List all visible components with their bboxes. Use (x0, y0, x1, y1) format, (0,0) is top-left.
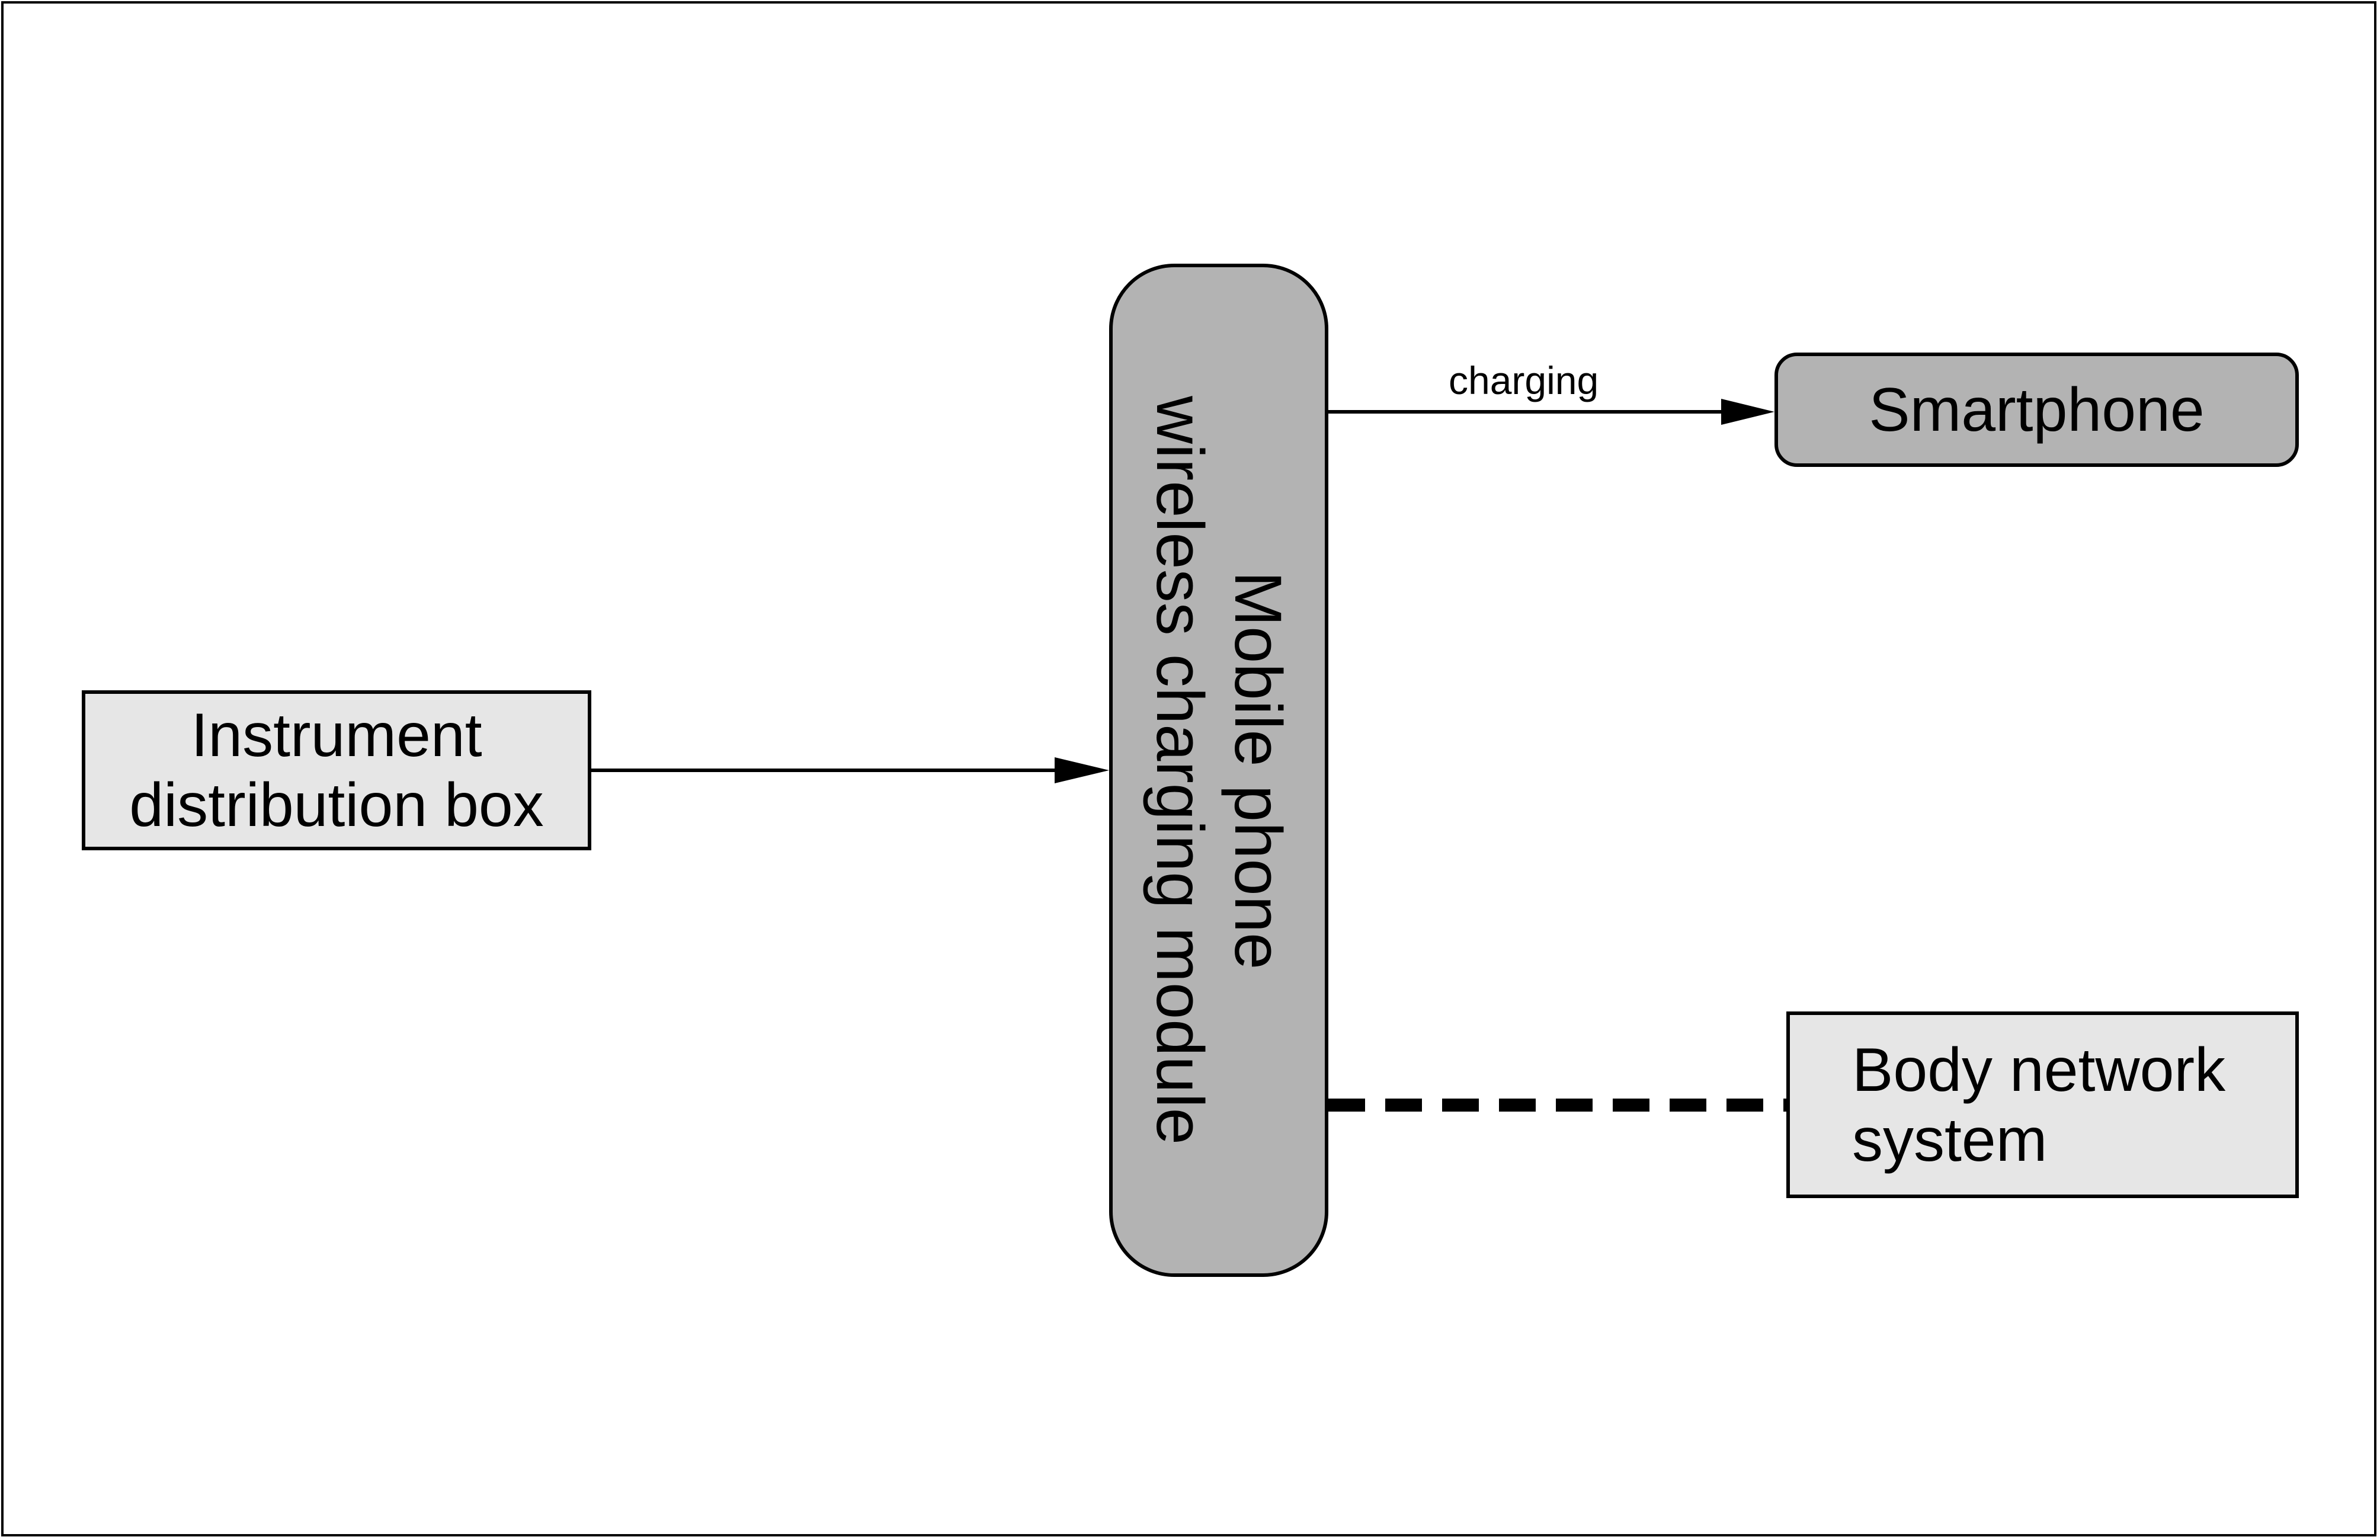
node-label: Body network system (1852, 1035, 2225, 1175)
node-instrument-distribution-box[interactable]: Instrument distribution box (82, 690, 591, 850)
node-smartphone[interactable]: Smartphone (1774, 353, 2299, 467)
node-label-line: Mobile phone (1221, 571, 1295, 970)
node-label-line: Body network (1852, 1035, 2226, 1104)
node-label: Smartphone (1869, 375, 2205, 444)
node-label-line: Instrument (191, 701, 482, 770)
node-label: Instrument distribution box (129, 700, 544, 840)
node-body-network-system[interactable]: Body network system (1786, 1011, 2299, 1198)
node-label-line: wireless charging module (1143, 396, 1217, 1145)
edge-label-charging: charging (1449, 358, 1599, 402)
edge-module-to-smartphone (1328, 399, 1774, 425)
node-label-line: system (1852, 1105, 2048, 1174)
edge-instrument-to-module (591, 757, 1109, 783)
node-wireless-charging-module[interactable]: Mobile phone wireless charging module (1109, 264, 1328, 1277)
arrowhead-icon (1721, 399, 1774, 425)
node-label: Mobile phone wireless charging module (1141, 326, 1297, 1215)
arrowhead-icon (1055, 757, 1109, 783)
node-label-line: distribution box (129, 771, 544, 840)
